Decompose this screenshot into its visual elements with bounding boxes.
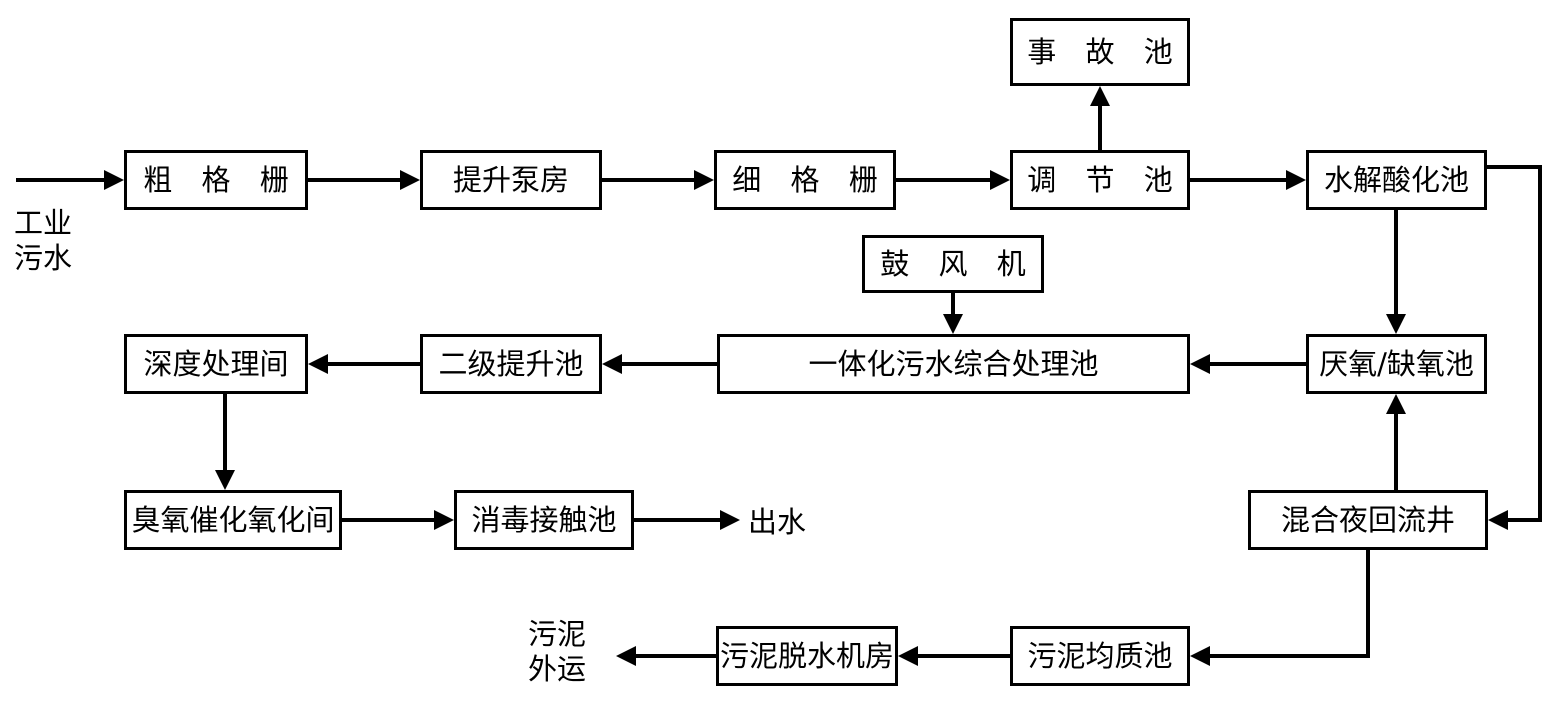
node-sludge-dewatering-room[interactable]: 污泥脱水机房 (716, 626, 898, 686)
node-fine-grille[interactable]: 细 格 栅 (714, 150, 896, 210)
edge-shuijie-to-yanyang (1386, 210, 1406, 334)
node-ozone-catalytic-oxidation-room[interactable]: 臭氧催化氧化间 (124, 490, 342, 550)
edge-yitihua-to-erjits (602, 354, 717, 374)
node-anaerobic-anoxic-tank[interactable]: 厌氧/缺氧池 (1306, 334, 1487, 394)
edge-gufengji-to-yitihua (943, 293, 963, 334)
edge-cugeshan-to-tishengbf (308, 170, 420, 190)
node-accident-pool[interactable]: 事 故 池 (1010, 18, 1190, 86)
edge-yanyang-to-yitihua (1190, 354, 1306, 374)
edge-erjits-to-shendu (308, 354, 420, 374)
label-industrial-wastewater-inflow: 工业 污水 (14, 206, 73, 276)
node-label: 细 格 栅 (732, 162, 888, 197)
node-label: 调 节 池 (1027, 162, 1183, 197)
edge-shuijie-to-hunheye (1487, 165, 1542, 530)
node-regulating-tank[interactable]: 调 节 池 (1010, 150, 1190, 210)
node-label: 污泥均质池 (1027, 638, 1173, 673)
edge-hunheye-to-junzhi (1190, 550, 1370, 666)
node-disinfection-contact-tank[interactable]: 消毒接触池 (454, 490, 634, 550)
node-label: 混合夜回流井 (1280, 502, 1455, 537)
node-label: 事 故 池 (1027, 34, 1183, 69)
node-label: 粗 格 栅 (143, 162, 299, 197)
node-label: 提升泵房 (452, 162, 569, 197)
node-label: 臭氧催化氧化间 (131, 502, 335, 537)
node-label: 二级提升池 (438, 346, 584, 381)
node-label: 鼓 风 机 (880, 246, 1036, 281)
edge-tiaojiechi-to-shuijie (1190, 170, 1306, 190)
node-label: 水解酸化池 (1323, 162, 1469, 197)
edge-xiaodu-to-outflow (634, 510, 740, 530)
node-blower[interactable]: 鼓 风 机 (862, 235, 1044, 293)
label-effluent-outflow: 出水 (748, 505, 807, 539)
edge-inflow-to-cugeshan (16, 170, 124, 190)
edge-xigeshan-to-tiaojiechi (896, 170, 1010, 190)
edge-hunheye-to-yanyang (1386, 394, 1406, 490)
node-secondary-lift-tank[interactable]: 二级提升池 (420, 334, 602, 394)
node-label: 消毒接触池 (471, 502, 617, 537)
node-lift-pump-room[interactable]: 提升泵房 (420, 150, 602, 210)
node-advanced-treatment-room[interactable]: 深度处理间 (124, 334, 308, 394)
node-label: 一体化污水综合处理池 (808, 346, 1099, 381)
edge-shendu-to-chouyang (215, 394, 235, 490)
edge-tishengbf-to-xigeshan (602, 170, 714, 190)
node-integrated-sewage-treatment-tank[interactable]: 一体化污水综合处理池 (717, 334, 1190, 394)
node-mixed-liquor-return-well[interactable]: 混合夜回流井 (1248, 490, 1488, 550)
edge-junzhi-to-tuonishui (898, 646, 1010, 666)
node-label: 深度处理间 (143, 346, 289, 381)
node-coarse-grille[interactable]: 粗 格 栅 (124, 150, 308, 210)
node-label: 污泥脱水机房 (719, 638, 894, 673)
node-hydrolysis-acidification-tank[interactable]: 水解酸化池 (1306, 150, 1487, 210)
label-sludge-transport-out: 污泥 外运 (528, 617, 587, 687)
node-label: 厌氧/缺氧池 (1319, 346, 1474, 381)
node-sludge-homogenization-tank[interactable]: 污泥均质池 (1010, 626, 1190, 686)
edge-tuonishui-to-sludgeout (616, 646, 716, 666)
edge-tiaojiechi-to-shigu (1090, 86, 1110, 150)
edge-chouyang-to-xiaodu (342, 510, 454, 530)
